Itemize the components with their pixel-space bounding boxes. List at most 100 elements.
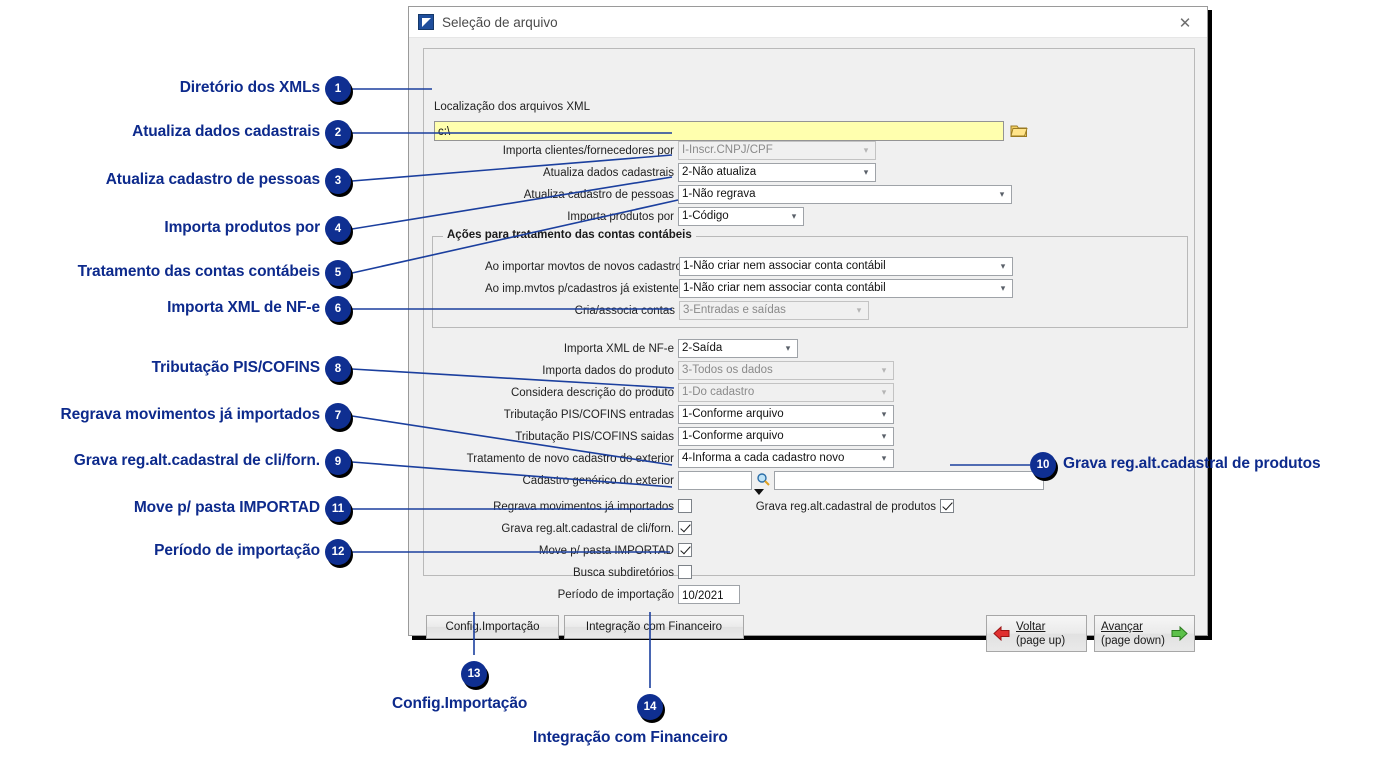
field-ao-importar-movtos-novos-cadastros[interactable]: 1-Não criar nem associar conta contábil …: [679, 257, 1013, 276]
annotation-badge-14: 14: [637, 694, 663, 720]
annotation-badge-11: 11: [325, 496, 351, 522]
groupbox-title: Ações para tratamento das contas contábe…: [443, 229, 696, 241]
field-label-ao-imp-existentes: Ao imp.mvtos p/cadastros já existentes: [485, 283, 685, 295]
annotation-badge-6: 6: [325, 296, 351, 322]
checkbox-regrava-movimentos-importados[interactable]: [678, 499, 692, 513]
field-cadastro-generico-descricao[interactable]: [774, 471, 1044, 490]
field-value: 1-Não criar nem associar conta contábil: [683, 282, 886, 294]
annotation-label-4: Importa produtos por: [164, 219, 320, 236]
field-tributacao-pis-cofins-saidas[interactable]: 1-Conforme arquivo ▾: [678, 427, 894, 446]
voltar-button[interactable]: Voltar (page up): [986, 615, 1087, 652]
checkbox-label-grava-cli-forn: Grava reg.alt.cadastral de cli/forn.: [501, 523, 674, 535]
annotation-label-6: Importa XML de NF-e: [167, 299, 320, 316]
voltar-label: Voltar: [1016, 620, 1046, 633]
checkbox-grava-reg-alt-cadastral-produtos[interactable]: [940, 499, 954, 513]
field-label-pis-cofins-saidas: Tributação PIS/COFINS saidas: [515, 431, 674, 443]
field-cria-associa-contas[interactable]: 3-Entradas e saídas ▾: [679, 301, 869, 320]
annotation-label-12: Período de importação: [154, 542, 320, 559]
folder-icon[interactable]: [1010, 123, 1028, 138]
annotation-badge-9: 9: [325, 449, 351, 475]
field-atualiza-cadastro-pessoas[interactable]: 1-Não regrava ▾: [678, 185, 1012, 204]
annotation-badge-3: 3: [325, 168, 351, 194]
checkbox-label-grava-produtos: Grava reg.alt.cadastral de produtos: [755, 501, 936, 513]
field-label-periodo-importacao: Período de importação: [557, 589, 674, 601]
avancar-hint: (page down): [1101, 634, 1165, 647]
field-value: 1-Do cadastro: [682, 386, 755, 398]
annotation-badge-8: 8: [325, 356, 351, 382]
field-periodo-importacao[interactable]: 10/2021: [678, 585, 740, 604]
dialog-title: Seleção de arquivo: [442, 14, 558, 30]
settings-panel: Localização dos arquivos XML c:\ Importa…: [423, 48, 1195, 604]
file-selection-dialog: Seleção de arquivo ✕ Localização dos arq…: [408, 6, 1208, 652]
field-importa-dados-produto[interactable]: 3-Todos os dados ▾: [678, 361, 894, 380]
field-cadastro-generico-codigo[interactable]: [678, 471, 752, 490]
avancar-button[interactable]: Avançar (page down): [1094, 615, 1195, 652]
field-label-ao-importar-novos: Ao importar movtos de novos cadastros: [485, 261, 688, 273]
field-label-atualiza-pessoas: Atualiza cadastro de pessoas: [523, 189, 674, 201]
annotation-label-14: Integração com Financeiro: [533, 729, 728, 746]
checkbox-label-move-pasta: Move p/ pasta IMPORTAD: [538, 545, 674, 557]
field-value: 1-Conforme arquivo: [682, 430, 784, 442]
chevron-down-icon: ▾: [881, 409, 887, 419]
checkbox-move-pasta-importad[interactable]: [678, 543, 692, 557]
close-icon[interactable]: ✕: [1178, 15, 1192, 32]
field-value: 1-Não criar nem associar conta contábil: [683, 260, 886, 272]
chevron-down-icon: ▾: [785, 343, 791, 353]
field-tributacao-pis-cofins-entradas[interactable]: 1-Conforme arquivo ▾: [678, 405, 894, 424]
chevron-down-icon: ▾: [881, 387, 887, 397]
checkbox-grava-reg-alt-cadastral-cli-forn[interactable]: [678, 521, 692, 535]
avancar-button-text: Avançar (page down): [1101, 620, 1165, 648]
chevron-down-icon: ▾: [1000, 261, 1006, 271]
app-blue-arrow-icon: [418, 14, 434, 30]
field-atualiza-dados-cadastrais[interactable]: 2-Não atualiza ▾: [678, 163, 876, 182]
chevron-down-icon: ▾: [881, 365, 887, 375]
integracao-financeiro-button[interactable]: Integração com Financeiro: [564, 615, 744, 639]
field-label-considera-descricao: Considera descrição do produto: [510, 387, 674, 399]
xml-path-input[interactable]: c:\: [434, 121, 1004, 141]
annotation-label-7: Regrava movimentos já importados: [60, 406, 320, 423]
field-value: 3-Entradas e saídas: [683, 304, 786, 316]
dropdown-caret-icon[interactable]: [754, 489, 764, 495]
config-importacao-button[interactable]: Config.Importação: [426, 615, 559, 639]
chevron-down-icon: ▾: [856, 305, 862, 315]
field-label-atualiza-dados: Atualiza dados cadastrais: [542, 167, 674, 179]
annotation-badge-5: 5: [325, 260, 351, 286]
annotation-badge-7: 7: [325, 403, 351, 429]
chevron-down-icon: ▾: [881, 453, 887, 463]
dialog-titlebar: Seleção de arquivo ✕: [409, 7, 1207, 38]
field-importa-produtos-por[interactable]: 1-Código ▾: [678, 207, 804, 226]
arrow-right-green-icon: [1171, 626, 1188, 641]
field-label-importa-dados-produto: Importa dados do produto: [542, 365, 674, 377]
avancar-label: Avançar: [1101, 620, 1143, 633]
chevron-down-icon: ▾: [863, 145, 869, 155]
chevron-down-icon: ▾: [881, 431, 887, 441]
field-ao-imp-mvtos-cadastros-existentes[interactable]: 1-Não criar nem associar conta contábil …: [679, 279, 1013, 298]
field-importa-xml-nfe[interactable]: 2-Saída ▾: [678, 339, 798, 358]
chevron-down-icon: ▾: [791, 211, 797, 221]
field-value: 1-Não regrava: [682, 188, 756, 200]
field-value: 1-Conforme arquivo: [682, 408, 784, 420]
field-value: 4-Informa a cada cadastro novo: [682, 452, 845, 464]
chevron-down-icon: ▾: [1000, 283, 1006, 293]
field-label-importa-clientes: Importa clientes/fornecedores por: [502, 145, 674, 157]
annotation-badge-1: 1: [325, 76, 351, 102]
arrow-left-red-icon: [993, 626, 1010, 641]
checkbox-label-regrava-movimentos: Regrava movimentos já importados: [493, 501, 674, 513]
voltar-hint: (page up): [1016, 634, 1066, 647]
field-value: I-Inscr.CNPJ/CPF: [682, 144, 773, 156]
contas-contabeis-groupbox: Ações para tratamento das contas contábe…: [432, 229, 1188, 328]
field-value: 1-Código: [682, 210, 729, 222]
chevron-down-icon: ▾: [999, 189, 1005, 199]
field-tratamento-novo-cadastro-exterior[interactable]: 4-Informa a cada cadastro novo ▾: [678, 449, 894, 468]
field-label-cria-associa: Cria/associa contas: [574, 305, 675, 317]
field-importa-clientes-fornecedores[interactable]: I-Inscr.CNPJ/CPF ▾: [678, 141, 876, 160]
magnifier-icon[interactable]: [756, 472, 770, 486]
voltar-button-text: Voltar (page up): [1016, 620, 1065, 648]
checkbox-busca-subdiretorios[interactable]: [678, 565, 692, 579]
annotation-badge-12: 12: [325, 539, 351, 565]
annotation-label-8: Tributação PIS/COFINS: [151, 359, 321, 376]
field-label-novo-cadastro-exterior: Tratamento de novo cadastro do exterior: [466, 453, 674, 465]
field-label-importa-produtos: Importa produtos por: [567, 211, 674, 223]
field-considera-descricao-produto[interactable]: 1-Do cadastro ▾: [678, 383, 894, 402]
